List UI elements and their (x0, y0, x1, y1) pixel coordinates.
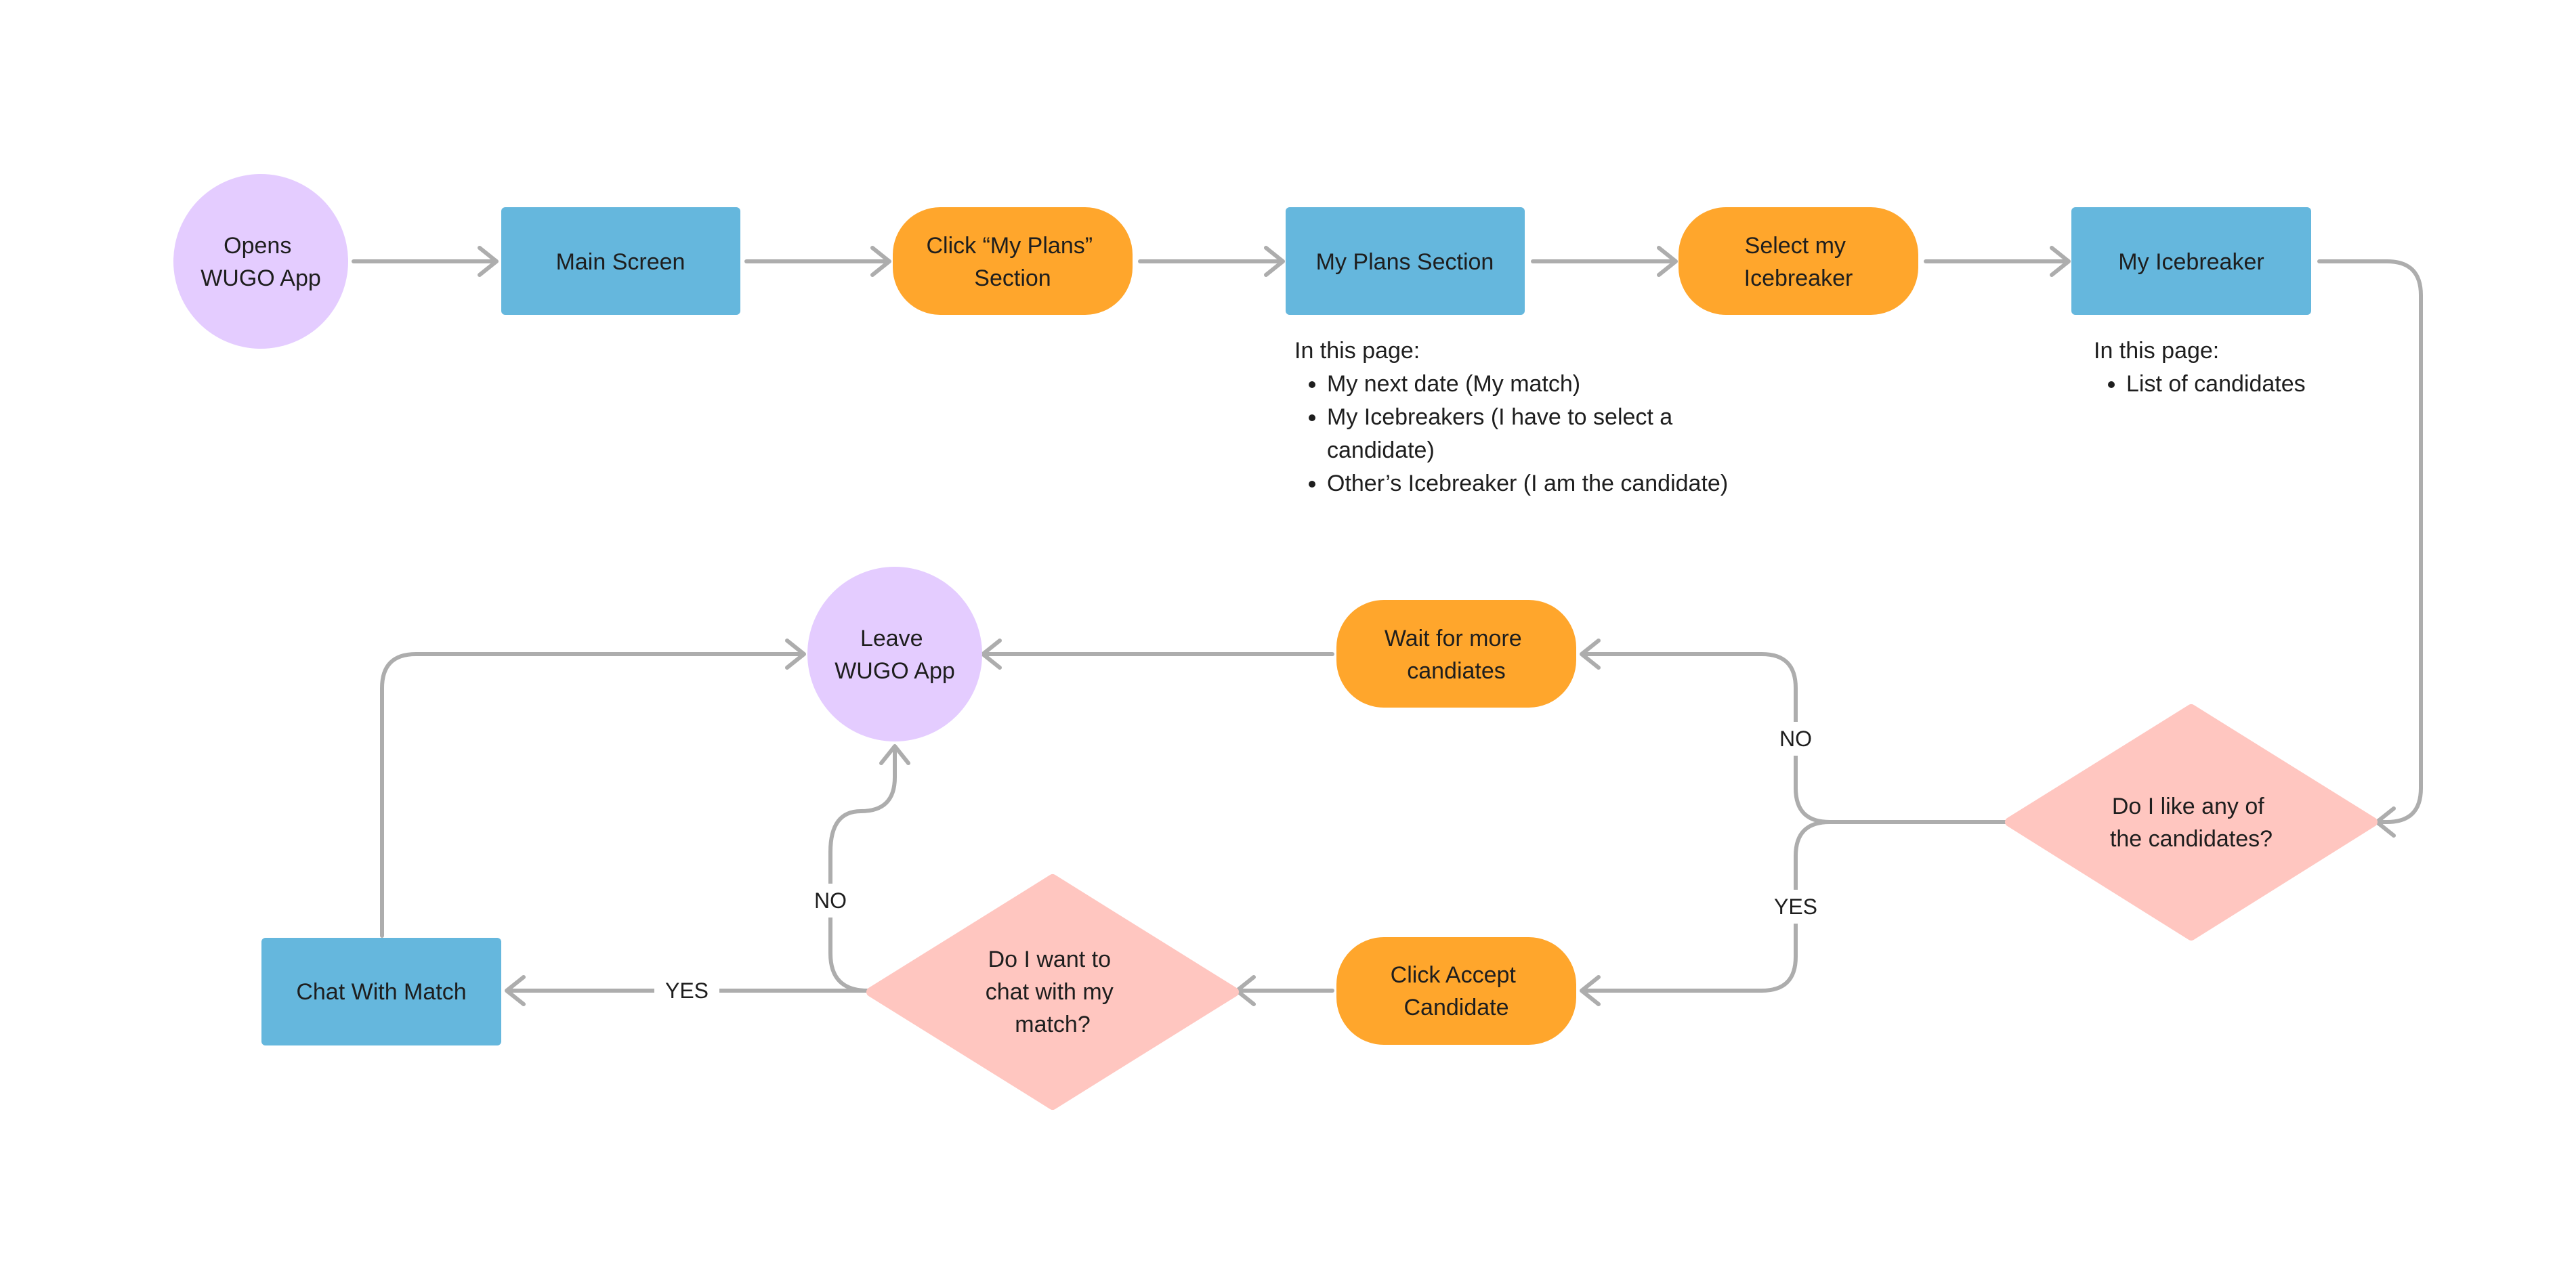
node-click-accept[interactable]: Click Accept Candidate (1336, 937, 1576, 1045)
node-label-line: Leave (860, 626, 923, 651)
note-list: List of candidates (2094, 368, 2446, 401)
note-list: My next date (My match) My Icebreakers (… (1294, 368, 1782, 500)
node-label-line: Opens (224, 233, 291, 259)
node-label-line: WUGO App (835, 658, 955, 684)
decision-diamond (2005, 704, 2378, 941)
node-label: Select my Icebreaker (1744, 233, 1853, 291)
arrowhead (785, 639, 806, 670)
node-my-plans-section[interactable]: My Plans Section (1286, 207, 1525, 315)
screen-rect (261, 938, 501, 1045)
node-click-my-plans[interactable]: Click “My Plans” Section (893, 207, 1133, 315)
edge-label-no: NO (814, 888, 847, 913)
note-heading: In this page: (1294, 338, 1420, 364)
arrowheads (478, 246, 2396, 1006)
edge-chat-to-leave (380, 652, 803, 938)
arrowhead (2050, 246, 2071, 277)
edge-label-yes: YES (1774, 894, 1817, 919)
node-label-line: Icebreaker (1744, 265, 1853, 291)
node-label-line: match? (1015, 1012, 1091, 1037)
edge-label-bg (1768, 722, 1823, 756)
nodes: Opens WUGO App Main Screen Click “My Pla… (173, 174, 2378, 1110)
node-chat-with-match[interactable]: Chat With Match (261, 938, 501, 1045)
arrowhead (981, 639, 1002, 670)
action-pill (1336, 600, 1576, 708)
node-label-line: the candidates? (2110, 826, 2273, 852)
arrowhead (1264, 246, 1285, 277)
node-main-screen[interactable]: Main Screen (501, 207, 740, 315)
action-pill (1336, 937, 1576, 1045)
node-decision-like-candidates[interactable]: Do I like any of the candidates? (2005, 704, 2378, 941)
node-label: Leave WUGO App (835, 626, 955, 684)
screen-rect (2071, 207, 2311, 315)
node-label-line: Chat With Match (296, 979, 466, 1005)
terminal-circle (807, 567, 982, 741)
arrowhead (478, 246, 499, 277)
edge-label-bg (654, 974, 719, 1008)
edge-labels: NO YES NO YES (654, 722, 1827, 1008)
note-item: List of candidates (2126, 368, 2446, 401)
note-heading: In this page: (2094, 338, 2220, 364)
node-label-line: Select my (1745, 233, 1846, 259)
node-label-line: Section (974, 265, 1051, 291)
node-label-line: Do I like any of (2112, 794, 2264, 819)
edge-label-bg (803, 884, 858, 918)
node-label: Do I like any of the candidates? (2110, 794, 2273, 852)
screen-rect (1286, 207, 1525, 315)
terminal-circle (173, 174, 348, 349)
node-label: Opens WUGO App (200, 233, 321, 291)
note-item: My next date (My match) (1327, 368, 1782, 401)
note-my-icebreaker: In this page: List of candidates (2094, 335, 2446, 401)
node-label: Wait for more candiates (1385, 626, 1528, 684)
screen-rect (501, 207, 740, 315)
node-select-icebreaker[interactable]: Select my Icebreaker (1678, 207, 1918, 315)
decision-diamond (866, 874, 1239, 1110)
node-label: Do I want to chat with my match? (986, 947, 1120, 1037)
node-label-line: Do I want to (988, 947, 1111, 972)
node-leave-app[interactable]: Leave WUGO App (807, 567, 982, 741)
arrowhead (1580, 639, 1601, 670)
node-label-line: My Icebreaker (2118, 249, 2264, 275)
node-label-line: My Plans Section (1316, 249, 1494, 275)
note-item: My Icebreakers (I have to select a candi… (1327, 401, 1706, 467)
edge-chat-decision-no-to-leave (828, 748, 897, 993)
action-pill (1678, 207, 1918, 315)
edge-label-bg (1765, 890, 1827, 924)
node-label: Chat With Match (296, 979, 466, 1005)
node-label-line: Click “My Plans” (926, 233, 1093, 259)
arrowhead (1580, 975, 1601, 1006)
node-label: My Plans Section (1316, 249, 1494, 275)
node-label-line: chat with my (986, 979, 1114, 1005)
arrowhead (1657, 246, 1678, 277)
edge-label-yes: YES (665, 978, 709, 1003)
node-label: Main Screen (556, 249, 685, 275)
node-my-icebreaker[interactable]: My Icebreaker (2071, 207, 2311, 315)
node-label-line: Main Screen (556, 249, 685, 275)
note-my-plans: In this page: My next date (My match) My… (1294, 335, 1782, 500)
node-label-line: Candidate (1403, 995, 1508, 1020)
node-label: Click “My Plans” Section (926, 233, 1099, 291)
arrowhead (879, 744, 910, 765)
arrowhead (870, 246, 891, 277)
node-label-line: candiates (1407, 658, 1506, 684)
edge-icebreaker-to-decision (2317, 259, 2423, 824)
action-pill (893, 207, 1133, 315)
node-label-line: WUGO App (200, 265, 321, 291)
node-wait-candidates[interactable]: Wait for more candiates (1336, 600, 1576, 708)
node-decision-want-chat[interactable]: Do I want to chat with my match? (866, 874, 1239, 1110)
edge-label-no: NO (1779, 727, 1812, 751)
node-label: My Icebreaker (2118, 249, 2264, 275)
node-label-line: Click Accept (1391, 962, 1517, 988)
connectors (352, 246, 2423, 1006)
arrowhead (505, 975, 526, 1006)
note-item: Other’s Icebreaker (I am the candidate) (1327, 467, 1782, 500)
node-label-line: Wait for more (1385, 626, 1522, 651)
node-label: Click Accept Candidate (1391, 962, 1523, 1020)
node-opens-app[interactable]: Opens WUGO App (173, 174, 348, 349)
